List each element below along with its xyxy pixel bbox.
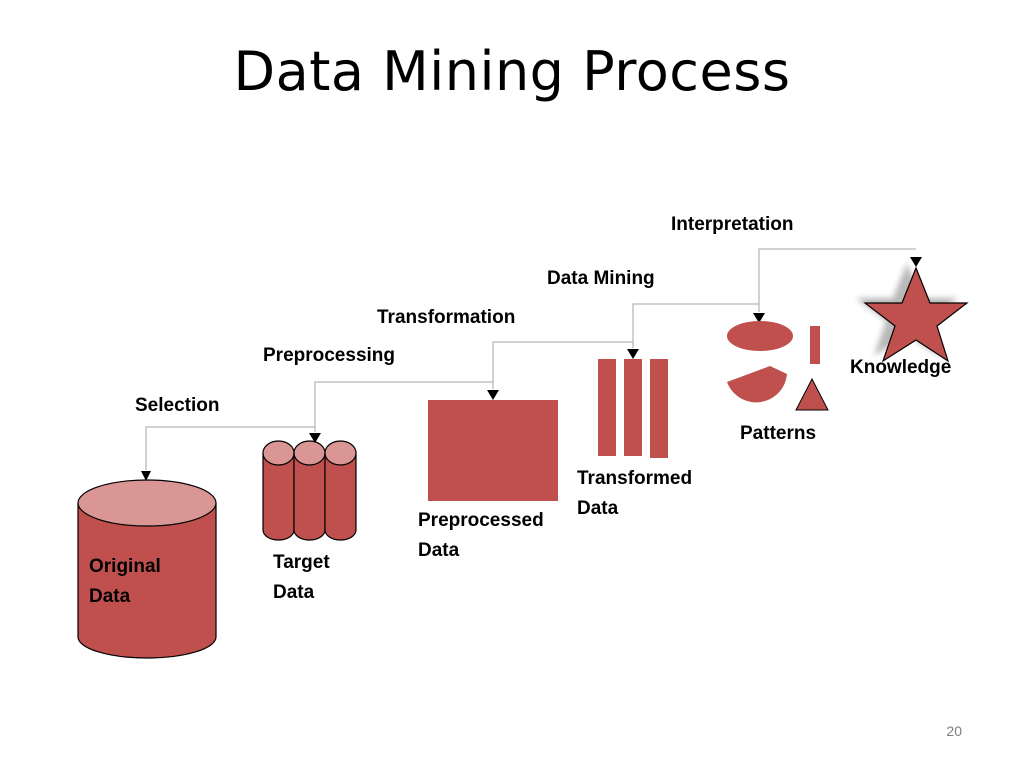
page-number: 20 xyxy=(946,723,962,739)
stage-label-original-data: Original Data xyxy=(89,552,161,612)
stage-label-preprocessed-data: Preprocessed Data xyxy=(418,506,544,566)
stage-label-line: Data xyxy=(577,498,619,519)
patterns-shapes xyxy=(727,321,829,411)
arrowhead-selection xyxy=(141,471,151,481)
stage-label-line: Data xyxy=(89,586,131,607)
target-data-cylinders xyxy=(262,440,357,541)
step-label-transformation: Transformation xyxy=(377,307,516,328)
stage-label-line: Data xyxy=(273,582,315,603)
connector-preprocessing xyxy=(314,381,493,432)
step-label-data-mining: Data Mining xyxy=(547,268,655,289)
stage-label-line: Transformed xyxy=(577,468,693,489)
connector-data-mining xyxy=(632,303,759,348)
connector-interpretation xyxy=(758,248,916,312)
step-label-selection: Selection xyxy=(135,395,220,416)
arrowhead-data-mining xyxy=(627,349,639,359)
step-label-preprocessing: Preprocessing xyxy=(263,345,395,366)
stage-label-line: Data xyxy=(418,540,460,561)
stage-label-patterns: Patterns xyxy=(740,423,817,444)
connector-transformation xyxy=(492,341,633,389)
original-data-cylinder xyxy=(77,479,217,659)
slide-title: Data Mining Process xyxy=(233,40,791,103)
stage-label-line: Original xyxy=(89,556,161,577)
stage-label-line: Target xyxy=(273,552,330,573)
transformed-data-bars xyxy=(598,359,668,458)
connector-selection xyxy=(145,426,315,470)
stage-label-transformed-data: Transformed Data xyxy=(577,464,692,524)
arrowhead-transformation xyxy=(487,390,499,400)
stage-label-line: Preprocessed xyxy=(418,510,544,531)
preprocessed-data-block xyxy=(428,400,558,501)
stage-label-knowledge: Knowledge xyxy=(850,357,952,378)
arrowhead-preprocessing xyxy=(309,433,321,443)
step-label-interpretation: Interpretation xyxy=(671,214,794,235)
knowledge-star-icon xyxy=(856,263,969,363)
stage-label-target-data: Target Data xyxy=(273,548,330,608)
arrowhead-interpretation xyxy=(910,257,922,267)
arrowhead-data-mining-patterns xyxy=(753,313,765,323)
